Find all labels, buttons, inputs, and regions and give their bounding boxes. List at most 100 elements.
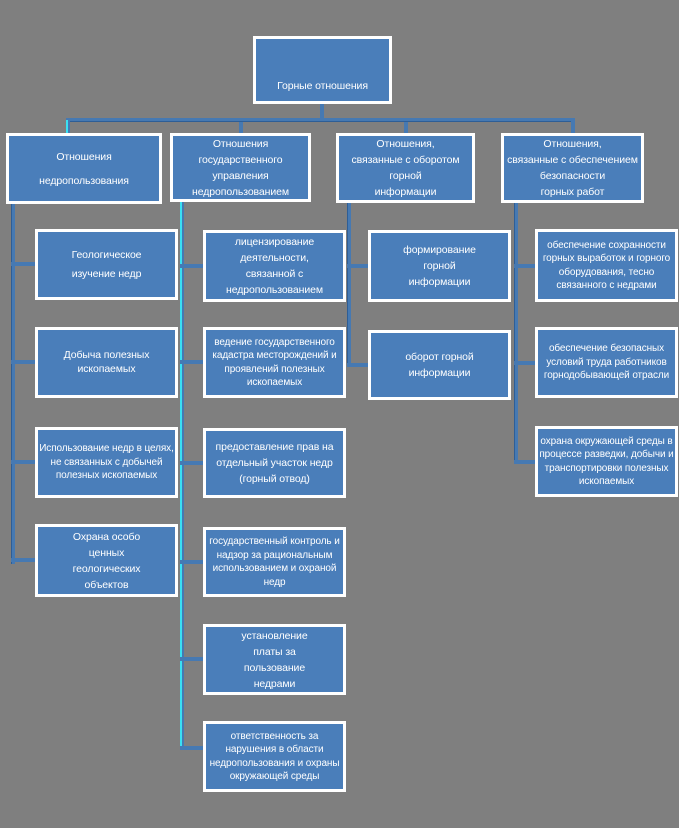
node-text-line: Отношения (212, 137, 269, 150)
node-text-line: недрами (253, 677, 296, 690)
node-text-line: лицензирование (234, 236, 315, 248)
node-text-line: ископаемых (578, 476, 635, 487)
node-text-line: кадастра месторождений и (212, 350, 337, 361)
branch1-stub-4 (11, 558, 38, 562)
node-text-line: объектов (84, 578, 129, 591)
node-text-line: геологических (72, 562, 141, 575)
node-text-line: связанные с оборотом (351, 154, 460, 166)
node-text-line: информации (374, 186, 437, 198)
node-text-line: платы за (253, 645, 296, 658)
node-text-line: оборудования, тесно (558, 266, 655, 278)
branch3-stub-2 (347, 363, 371, 367)
node-text-line: окружающей среды (229, 771, 320, 782)
node-text-line: пользование (243, 661, 306, 674)
node-text-line: не связанных с добычей (50, 456, 163, 468)
node-text-line: горнодобывающей отрасли (543, 370, 670, 382)
node-text-line: Геологическое (71, 248, 142, 261)
branch1-spine (11, 204, 15, 564)
node-text-line: обеспечение сохранности (547, 239, 666, 251)
branch1-stub-2 (11, 360, 38, 364)
node-branch3-child2: оборот горной информации (368, 330, 511, 400)
branch2-stub-5 (180, 657, 206, 661)
node-branch2-title: Отношения государственного управления недро… (170, 133, 311, 202)
branch2-stub-4 (180, 560, 206, 564)
node-text-line: недр (263, 576, 286, 588)
node-text-line: ответственность за (230, 730, 319, 742)
branch4-spine (514, 203, 518, 464)
node-text-line: установление (241, 629, 308, 642)
connector-drop-branch4 (571, 118, 575, 134)
node-text-line: информации (408, 276, 471, 288)
node-text-line: проявлений полезных (224, 363, 325, 375)
node-text-line: государственный контроль и (209, 536, 340, 547)
node-root: Горные отношения (253, 36, 392, 104)
node-text-line: оборот горной (405, 351, 474, 363)
node-text-line: изучение недр (71, 267, 142, 280)
node-text-line: государственного (198, 153, 283, 166)
node-text-line: (горный отвод) (239, 473, 310, 485)
node-branch1-child1: Геологическое изучение недр (35, 229, 178, 300)
node-branch2-child5: установление платы за пользование недрами (203, 624, 346, 695)
node-text-line: предоставление прав на (215, 441, 334, 453)
branch3-spine (347, 203, 351, 367)
node-text-line: Охрана особо (72, 530, 141, 543)
node-text-line: недропользования и охраны (209, 757, 340, 769)
node-text-line: ведение государственного (214, 336, 335, 348)
branch3-stub-1 (347, 264, 371, 268)
node-text-line: Отношения (56, 150, 112, 163)
connector-drop-branch1 (66, 120, 70, 134)
node-text-line: Отношения, (376, 138, 435, 150)
branch1-stub-1 (11, 262, 38, 266)
node-text-line: условий труда работников (546, 356, 667, 368)
node-text-line: горных работ (540, 186, 605, 198)
branch2-stub-3 (180, 461, 206, 465)
node-root-label: Горные отношения (277, 80, 368, 92)
node-text-line: безопасности (539, 170, 606, 182)
branch1-stub-3 (11, 460, 38, 464)
node-text-line: недропользованием (192, 185, 289, 198)
node-text-line: горной (423, 260, 456, 272)
branch4-stub-2 (514, 361, 538, 365)
branch4-stub-1 (514, 264, 538, 268)
node-text-line: Использование недр в целях, (39, 443, 174, 455)
node-text-line: обеспечение безопасных (548, 343, 665, 355)
node-branch2-child6: ответственность за нарушения в области нед… (203, 721, 346, 792)
node-text-line: процессе разведки, добычи и (539, 449, 674, 460)
node-branch4-child3: охрана окружающей среды в процессе развед… (535, 426, 678, 497)
branch2-stub-6 (180, 746, 206, 750)
node-text-line: нарушения в области (225, 744, 324, 755)
node-text-line: Отношения, (543, 138, 602, 150)
node-text-line: отдельный участок недр (216, 457, 333, 469)
branch2-stub-1 (180, 264, 206, 268)
node-branch2-child4: государственный контроль и надзор за раци… (203, 527, 346, 597)
node-text-line: охрана окружающей среды в (540, 435, 673, 447)
node-text-line: деятельности, (240, 252, 309, 264)
node-text-line: использованием и охраной (212, 563, 337, 574)
node-branch2-child2: ведение государственного кадастра месторо… (203, 327, 346, 398)
node-text-line: недропользованием (226, 284, 323, 296)
branch2-spine (180, 202, 184, 750)
branch4-stub-3 (514, 460, 538, 464)
branch2-stub-2 (180, 360, 206, 364)
connector-bus (66, 118, 575, 122)
node-text-line: Добыча полезных (63, 349, 150, 361)
node-text-line: ископаемых (246, 377, 303, 388)
node-text-line: управления (212, 169, 269, 182)
node-branch2-child3: предоставление прав на отдельный участок … (203, 428, 346, 498)
connector-drop-branch3 (404, 122, 408, 134)
node-branch1-child3: Использование недр в целях,не связанных … (35, 427, 178, 498)
node-text-line: транспортировки полезных (544, 462, 669, 474)
node-text-line: надзор за рациональным (216, 549, 333, 561)
node-text-line: ценных (88, 546, 125, 559)
connector-root-drop (320, 104, 324, 119)
node-text-line: информации (408, 367, 471, 379)
